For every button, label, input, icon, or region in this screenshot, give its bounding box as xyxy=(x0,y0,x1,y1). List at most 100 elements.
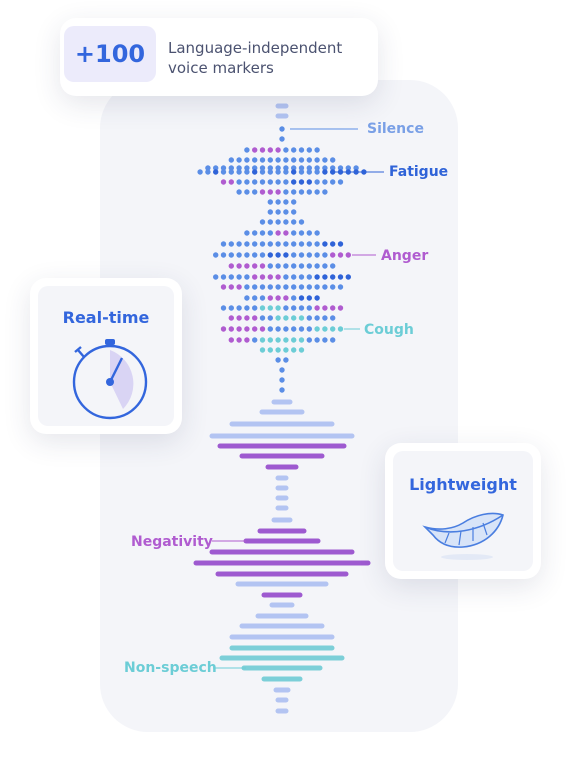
marker-dot xyxy=(275,219,281,225)
marker-dot xyxy=(220,252,227,258)
marker-dot xyxy=(259,165,266,171)
marker-dot xyxy=(259,169,266,175)
marker-dot xyxy=(322,284,328,290)
marker-dot xyxy=(228,274,234,280)
marker-dot xyxy=(283,169,289,175)
marker-dot xyxy=(298,326,305,332)
marker-dot xyxy=(259,189,266,195)
marker-dot xyxy=(298,165,305,171)
marker-dot xyxy=(259,305,266,311)
marker-dot xyxy=(259,230,266,236)
marker-dot xyxy=(275,165,281,171)
marker-dot xyxy=(267,252,273,258)
marker-dot xyxy=(298,263,305,269)
marker-dot xyxy=(283,230,289,236)
marker-dot xyxy=(283,295,289,301)
marker-dot xyxy=(291,230,297,236)
marker-dot xyxy=(298,147,305,153)
marker-dot xyxy=(259,147,266,153)
marker-dot xyxy=(330,284,336,290)
marker-dot xyxy=(330,326,336,332)
marker-dot xyxy=(267,199,273,205)
marker-dot xyxy=(236,326,242,332)
marker-dot xyxy=(252,157,258,163)
marker-dot xyxy=(244,252,250,258)
lightweight-card: Lightweight xyxy=(385,443,541,579)
marker-dot xyxy=(275,295,281,301)
marker-dot xyxy=(283,274,289,280)
marker-dot xyxy=(275,179,281,185)
marker-dot xyxy=(259,295,266,301)
marker-dot xyxy=(337,326,344,332)
marker-dot xyxy=(279,126,285,132)
marker-dot xyxy=(252,230,258,236)
marker-dot xyxy=(283,189,289,195)
marker-dot xyxy=(291,209,297,215)
marker-dot xyxy=(306,305,312,311)
marker-dot xyxy=(283,263,289,269)
lightweight-card-inner: Lightweight xyxy=(393,451,533,571)
marker-dot xyxy=(298,337,305,343)
marker-dot xyxy=(298,252,305,258)
marker-dot xyxy=(283,219,289,225)
marker-dot xyxy=(267,147,273,153)
marker-dot xyxy=(244,241,250,247)
marker-dot xyxy=(298,157,305,163)
marker-dot xyxy=(252,147,258,153)
marker-dot xyxy=(283,284,289,290)
marker-dot xyxy=(236,169,242,175)
marker-dot xyxy=(228,305,234,311)
marker-dot xyxy=(275,189,281,195)
marker-dot xyxy=(330,179,336,185)
marker-dot xyxy=(306,157,312,163)
marker-dot xyxy=(291,295,297,301)
marker-dot xyxy=(236,274,242,280)
marker-dot xyxy=(291,337,297,343)
marker-dot xyxy=(306,165,312,171)
marker-dot xyxy=(236,284,242,290)
marker-dot xyxy=(275,241,281,247)
marker-dot xyxy=(322,305,328,311)
marker-dot xyxy=(279,367,285,373)
marker-label-non-speech: Non-speech xyxy=(124,660,217,676)
marker-dot xyxy=(283,347,289,353)
marker-dot xyxy=(330,263,336,269)
marker-dot xyxy=(244,189,250,195)
marker-dot xyxy=(322,315,328,321)
marker-dot xyxy=(244,230,250,236)
marker-dot xyxy=(337,305,344,311)
marker-dot xyxy=(220,165,227,171)
lightweight-title: Lightweight xyxy=(409,475,517,494)
stopwatch-icon xyxy=(72,339,148,420)
marker-dot xyxy=(337,274,344,280)
marker-dot xyxy=(337,284,344,290)
marker-dot xyxy=(291,315,297,321)
marker-dot xyxy=(291,263,297,269)
marker-label-silence: Silence xyxy=(367,121,424,137)
marker-dot xyxy=(298,179,305,185)
marker-dot xyxy=(291,274,297,280)
marker-dot xyxy=(306,263,312,269)
marker-dot xyxy=(236,189,242,195)
marker-dot xyxy=(298,230,305,236)
marker-dot xyxy=(267,337,273,343)
marker-dot xyxy=(236,179,242,185)
marker-dot xyxy=(314,326,320,332)
markers-card: +100 Language-independent voice markers xyxy=(60,18,378,96)
marker-dot xyxy=(205,169,211,175)
marker-dot xyxy=(244,157,250,163)
marker-dot xyxy=(275,230,281,236)
marker-dot xyxy=(213,252,219,258)
marker-dot xyxy=(267,241,273,247)
marker-dot xyxy=(259,337,266,343)
marker-dot xyxy=(244,305,250,311)
marker-dot xyxy=(283,241,289,247)
marker-dot xyxy=(259,252,266,258)
marker-dot xyxy=(259,219,266,225)
marker-dot xyxy=(314,274,320,280)
marker-dot xyxy=(283,252,289,258)
marker-dot xyxy=(275,274,281,280)
marker-dot xyxy=(267,263,273,269)
marker-dot xyxy=(267,219,273,225)
marker-dot xyxy=(228,157,234,163)
